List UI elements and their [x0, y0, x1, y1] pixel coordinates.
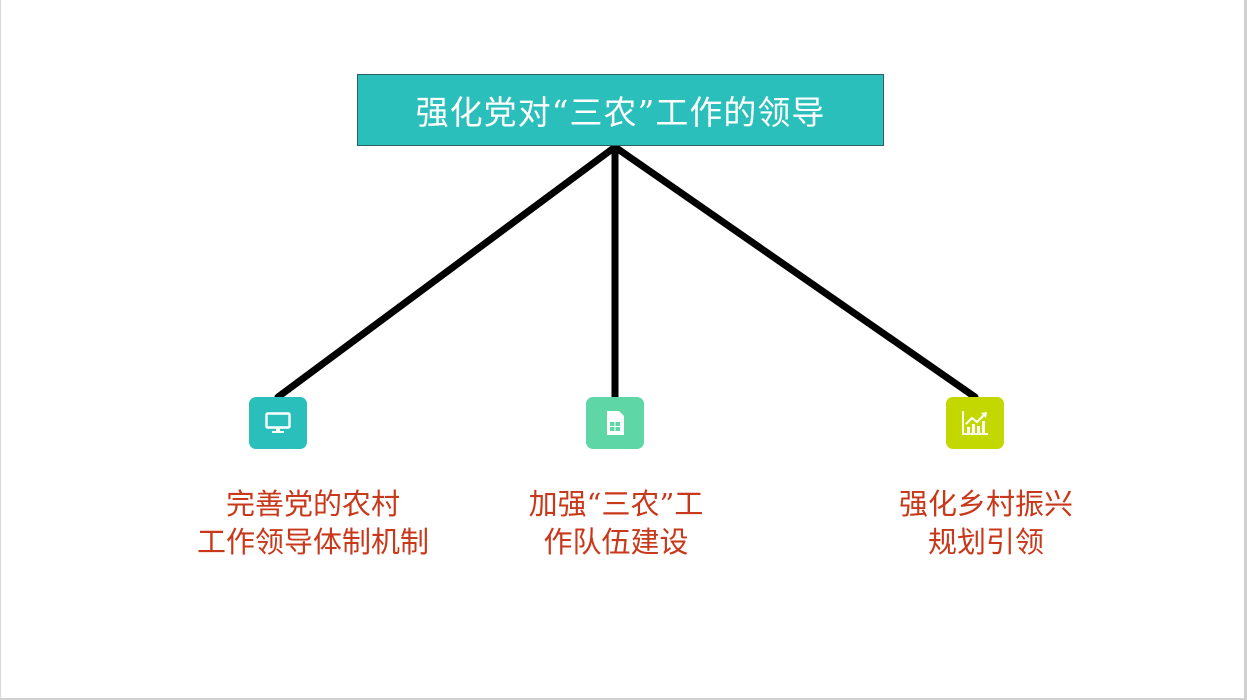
- root-node-label: 强化党对“三农”工作的领导: [415, 93, 826, 132]
- connector-line-left: [274, 143, 619, 401]
- root-node: 强化党对“三农”工作的领导: [357, 74, 884, 146]
- branch-label-1-line2: 工作领导体制机制: [196, 525, 429, 559]
- branch-icon-tile-3: [946, 397, 1004, 449]
- branch-label-2-line1: 加强“三农”工: [528, 487, 704, 521]
- branch-label-2: 加强“三农”工 作队伍建设: [506, 485, 726, 561]
- connector-line-right: [611, 143, 979, 401]
- sim-card-icon: [607, 411, 624, 435]
- growth-chart-icon: [962, 411, 988, 435]
- branch-label-3-line1: 强化乡村振兴: [898, 487, 1073, 521]
- branch-label-1-line1: 完善党的农村: [225, 487, 400, 521]
- branch-label-3-line2: 规划引领: [927, 525, 1044, 559]
- branch-label-1: 完善党的农村 工作领导体制机制: [171, 485, 455, 561]
- branch-label-3: 强化乡村振兴 规划引领: [871, 485, 1101, 561]
- branch-label-2-line2: 作队伍建设: [543, 525, 689, 559]
- branch-icon-tile-1: [249, 397, 307, 449]
- monitor-icon: [265, 412, 291, 433]
- branch-icon-tile-2: [586, 397, 644, 449]
